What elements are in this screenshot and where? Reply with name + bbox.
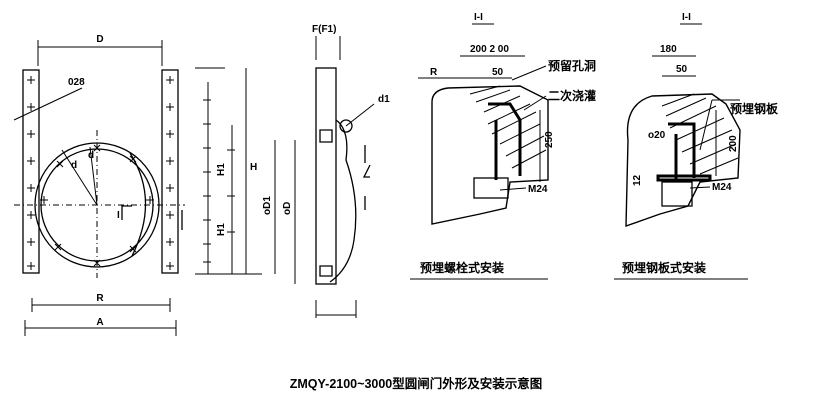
gate-disc-hinge-arc [129,152,147,257]
section-plate-dim-200: 200 [728,135,739,152]
force-F-label: F(F1) [312,24,336,35]
side-frame [315,67,337,285]
section-bolt: I-I 200 2 00 R 50 250 预留孔洞 二次浇灌 M24 预埋螺栓… [410,12,596,280]
side-oD1-label: oD1 [262,196,273,215]
section-plate-dim-180: 180 [660,44,677,55]
section-bolt-dim-50: 50 [492,67,504,78]
frame-rail-left [22,69,40,274]
rail-crosses [27,76,174,270]
side-H1-top-label: H1 [216,163,227,176]
drawing-caption: ZMQY-2100~3000型圆闸门外形及安装示意图 [290,376,543,391]
dim-d-label-b: d [88,150,94,161]
section-bolt-dim-R: R [430,67,438,78]
section-bolt-caption: 预埋螺栓式安装 [420,260,504,275]
gate-frame-b [668,122,696,180]
height-dimensions: H H1 H1 [195,67,262,275]
section-plate-caption: 预埋钢板式安装 [622,260,706,275]
section-plate-title: I-I [682,12,691,23]
side-gate-leaf [329,119,357,283]
section-plate-dim-o20: o20 [648,130,666,141]
section-bolt-dim-250: 250 [544,131,555,148]
section-mark: I [117,210,120,221]
side-view: F(F1) d1 oD1 oD [262,24,390,318]
side-H1-bottom-label: H1 [216,223,227,236]
section-plate-bolt: M24 [712,182,732,193]
section-plate-dim-50: 50 [676,64,688,75]
section-bolt-bolt: M24 [528,184,548,195]
section-bolt-note-grout: 二次浇灌 [548,88,596,103]
side-H-label: H [250,162,257,173]
side-oD-label: oD [282,202,293,215]
dim-d-label-a: d [71,160,77,171]
frame-rail-right [161,69,179,274]
dim-A-label: A [96,317,103,328]
front-view: D d d 028 I R [13,34,185,336]
bolt-head [339,119,353,133]
section-plate-dim-12: 12 [632,174,643,186]
section-bolt-title: I-I [474,12,483,23]
dim-D-label: D [96,34,103,45]
section-bolt-note-hole: 预留孔洞 [548,58,596,73]
embedded-plate [656,174,712,182]
concrete-body-a [431,85,549,225]
dim-R-label: R [96,293,104,304]
dim-028-label: 028 [68,77,85,88]
section-bolt-dim-top: 200 2 00 [470,44,509,55]
bolt-d1-label: d1 [378,94,390,105]
section-plate-note-plate: 预埋钢板 [730,101,779,116]
gate-frame-a [488,102,522,180]
section-plate: I-I 180 50 o20 200 12 预埋钢板 M24 预埋钢板式安装 [614,12,779,280]
